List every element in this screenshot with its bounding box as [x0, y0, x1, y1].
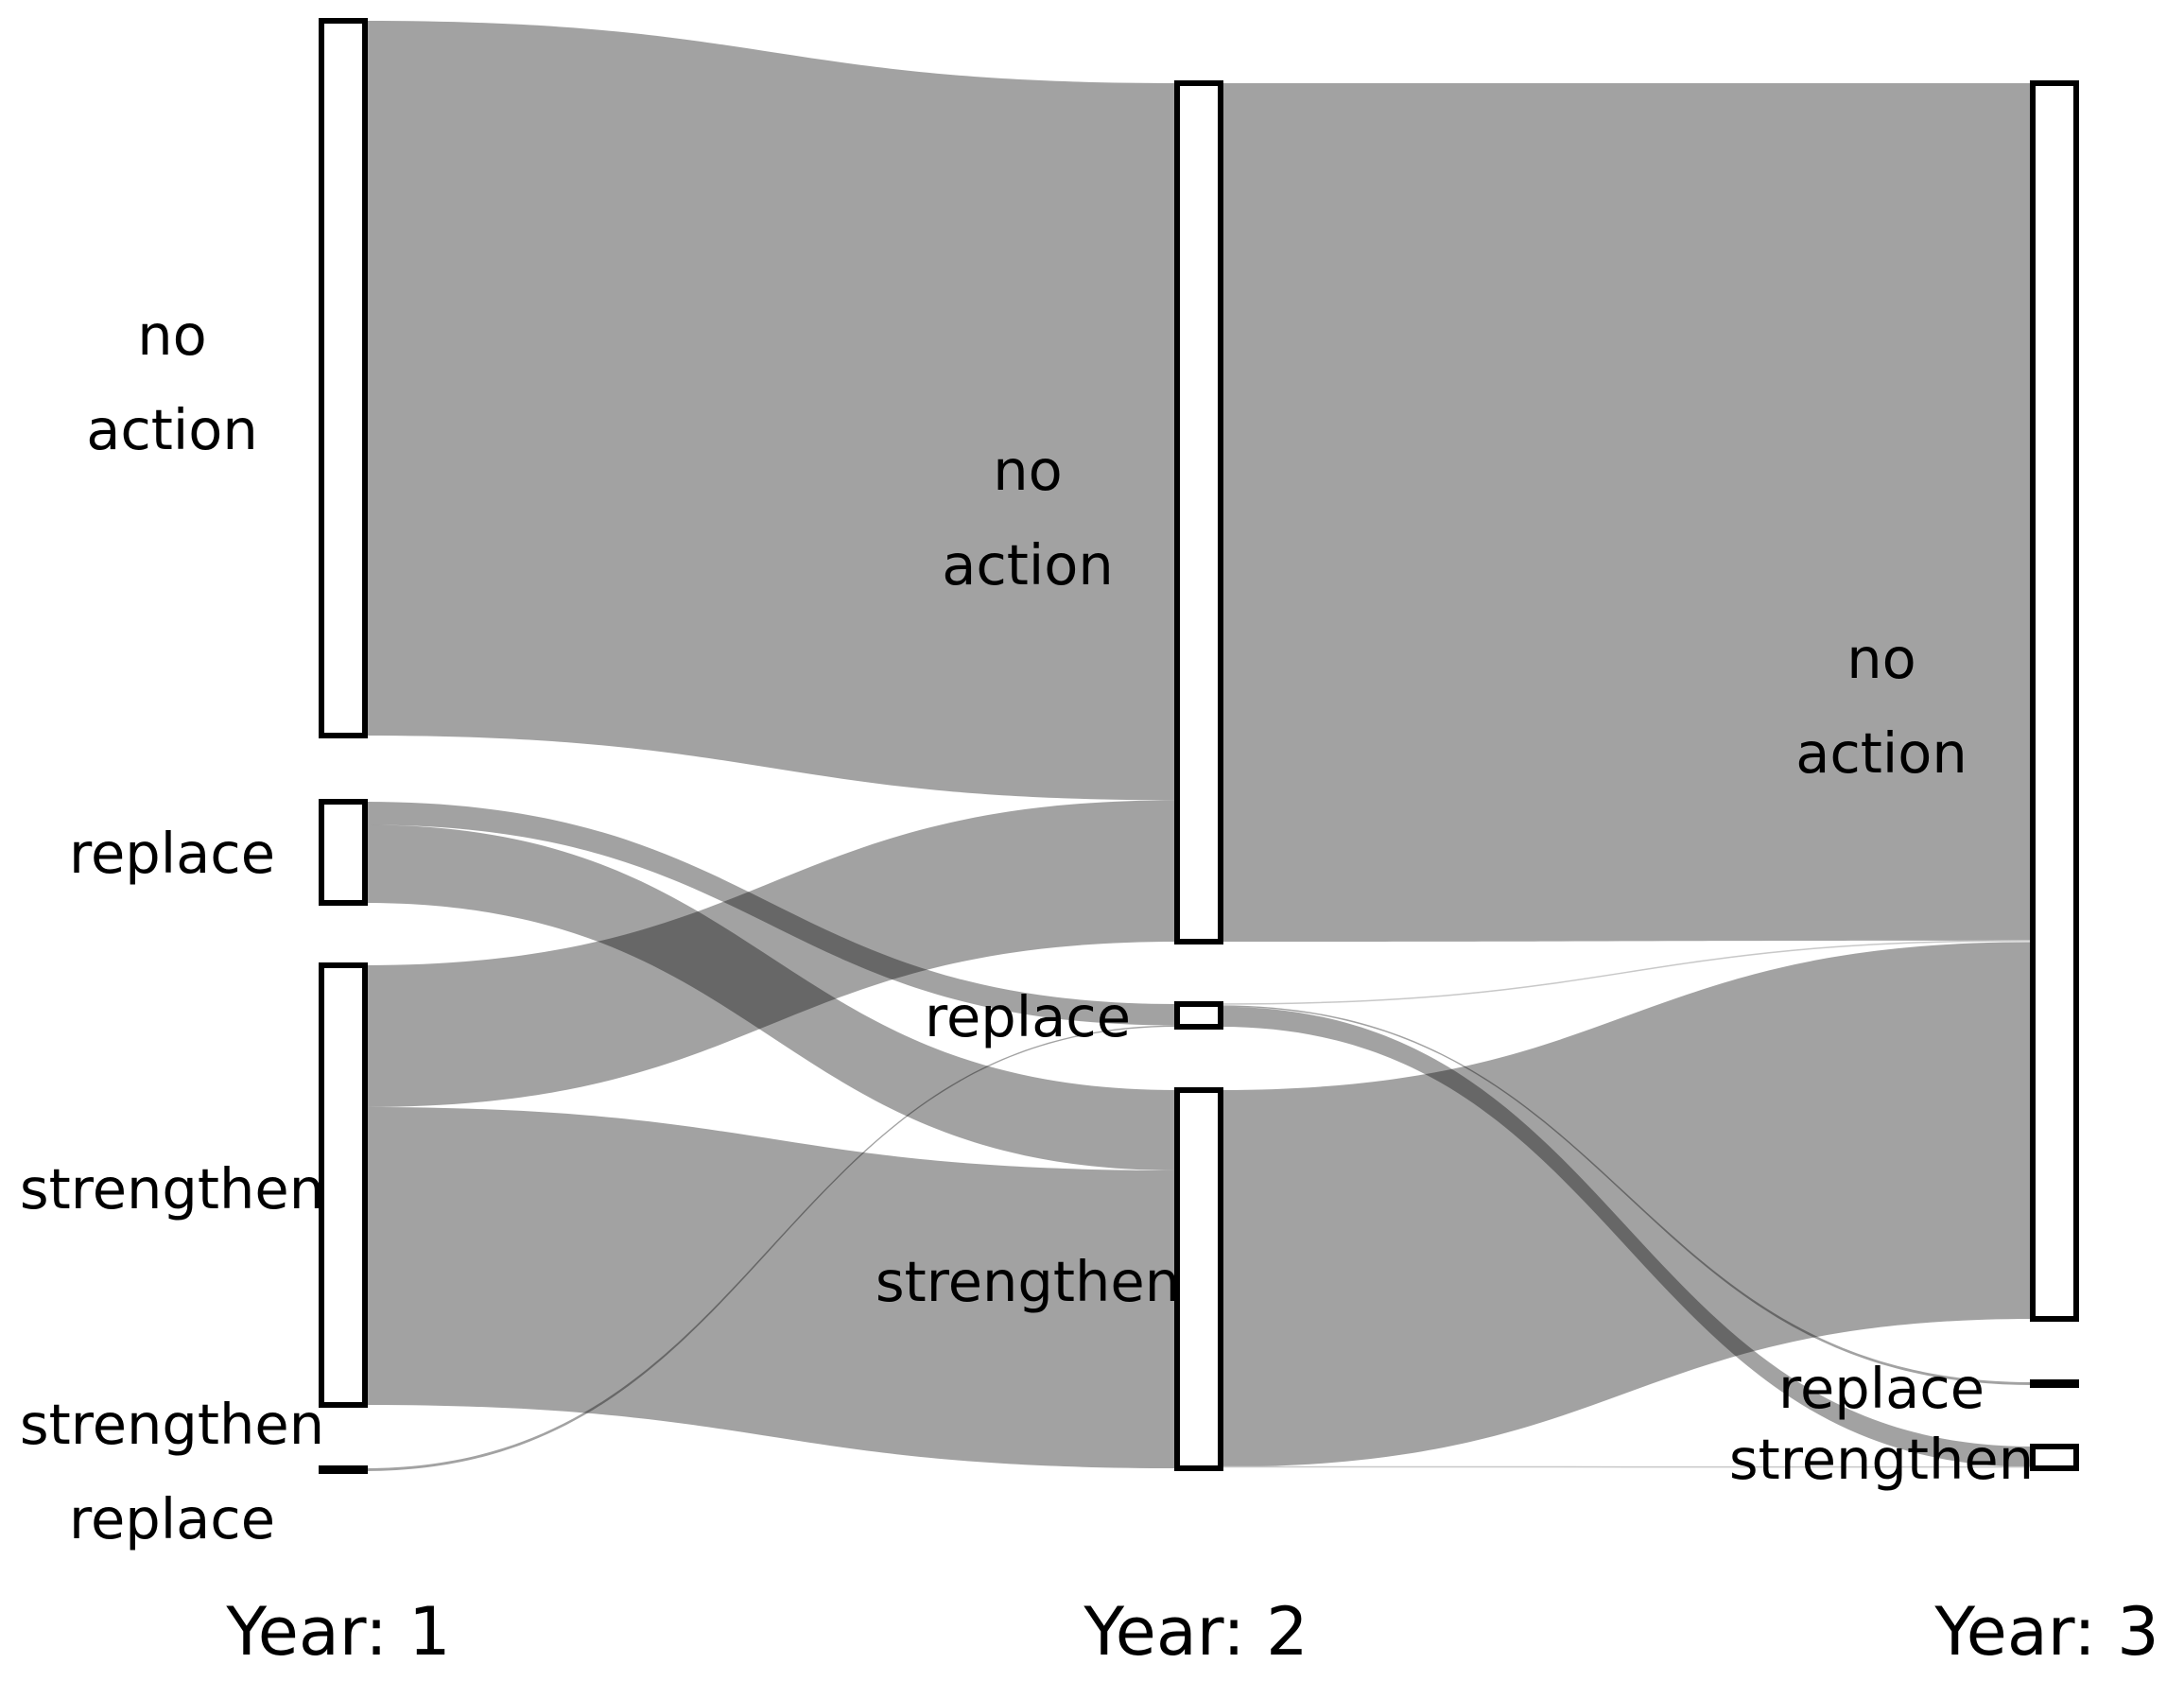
- flow-y1-str-to-y2-no: [365, 800, 1177, 1107]
- node-label-y2-rep: replace: [925, 984, 1131, 1049]
- node-label-y3-str: strengthen: [1729, 1427, 2034, 1492]
- flow-y1-str-to-y2-str: [365, 1107, 1177, 1468]
- node-y2-rep: [1174, 1001, 1223, 1030]
- nodes-layer: [319, 18, 2079, 1474]
- stage-labels-layer: Year: 1 Year: 2 Year: 3: [225, 1593, 2158, 1671]
- stage-label-year-3: Year: 3: [1933, 1593, 2158, 1671]
- node-label-y3-rep: replace: [1778, 1356, 1985, 1421]
- stage-label-year-1: Year: 1: [225, 1593, 450, 1671]
- flow-y1-str2-to-y2-rep: [365, 1025, 1177, 1471]
- flows-layer: [365, 21, 2034, 1471]
- flow-y1-no-to-y2-no: [365, 21, 1177, 801]
- node-y1-str2: [319, 1465, 368, 1474]
- node-y3-str: [2030, 1444, 2079, 1471]
- node-y3-rep: [2030, 1379, 2079, 1388]
- node-label-y2-str: strengthen: [875, 1249, 1180, 1314]
- stage-label-year-2: Year: 2: [1083, 1593, 1308, 1671]
- node-label-y1-rep: replace: [69, 821, 275, 886]
- flow-y2-rep-to-y3-no: [1220, 940, 2034, 1005]
- node-label-y1-str: strengthen: [20, 1156, 324, 1222]
- flow-y2-no-to-y3-no: [1221, 83, 2033, 942]
- node-y3-no: [2030, 80, 2079, 1322]
- node-y1-rep: [319, 799, 368, 906]
- node-y2-str: [1174, 1087, 1223, 1471]
- node-y1-str: [319, 962, 368, 1408]
- flow-y2-str-to-y3-no: [1221, 942, 2033, 1467]
- node-y2-no: [1174, 80, 1223, 944]
- node-y1-no: [319, 18, 368, 738]
